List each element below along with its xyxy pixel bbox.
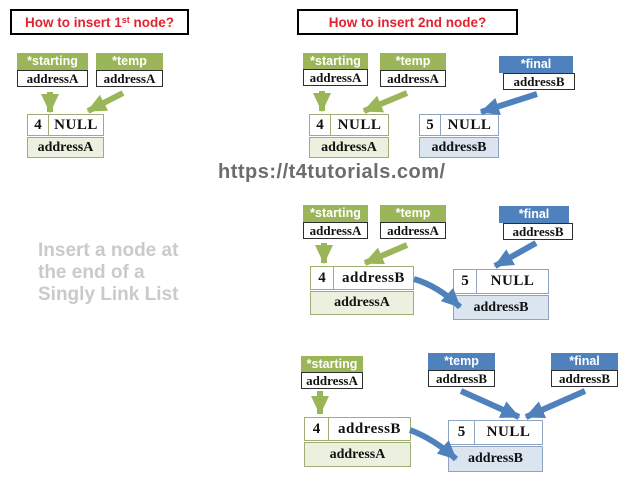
pointer-starting-label: *starting [303,205,368,222]
pointer-temp-value: addressA [380,70,446,87]
node-data-cell: 5 [454,270,477,293]
arrow-temp-to-node-b [459,388,521,420]
node-address-cell: addressA [27,137,104,158]
node-address-cell: addressB [453,295,549,320]
header-insert-second-node: How to insert 2nd node? [297,9,518,35]
pointer-final-value: addressB [551,370,618,387]
caption-line: Insert a node at [38,240,179,261]
pointer-starting-label: *starting [17,53,88,70]
pointer-temp-label: *temp [380,205,446,222]
arrow-final-to-node-b [479,91,538,116]
node-next-cell: NULL [490,273,535,289]
arrow-final-to-node-b [493,240,538,269]
caption-line: Singly Link List [38,284,179,305]
node-next-cell: addressB [338,420,401,437]
watermark-url: https://t4tutorials.com/ [218,161,446,183]
pointer-temp-label: *temp [380,53,446,70]
node-next-cell: NULL [447,116,492,133]
node-b: 5 NULL addressB [453,269,549,320]
header-text: How to insert 1 [24,14,122,30]
pointer-temp-value: addressA [96,70,163,87]
node-a: 4 NULL addressA [27,114,104,158]
pointer-temp-label: *temp [428,353,495,370]
pointer-temp-value: addressB [428,370,495,387]
node-next-cell: NULL [54,116,98,133]
node-data-cell: 4 [28,115,49,135]
pointer-final-label: *final [499,206,569,223]
arrow-temp-to-node-a [362,90,409,114]
node-next-cell: NULL [337,116,382,133]
header-superscript: st [121,14,130,25]
pointer-final-label: *final [551,353,618,370]
header-text: node? [129,14,175,30]
node-address-cell: addressB [448,446,543,472]
node-data-cell: 5 [449,421,475,444]
pointer-starting-value: addressA [303,69,368,86]
node-address-cell: addressA [304,442,411,467]
arrow-temp-to-node-a [86,90,125,114]
node-address-cell: addressB [419,137,499,158]
node-a: 4 NULL addressA [309,114,389,158]
pointer-starting-value: addressA [301,372,363,389]
header-text: How to insert 2nd node? [328,14,487,30]
pointer-temp-value: addressA [380,222,446,239]
node-data-cell: 4 [305,418,329,440]
watermark-caption: Insert a node at the end of a Singly Lin… [38,240,178,306]
pointer-final-value: addressB [503,223,573,240]
caption-line: the end of a [38,262,145,283]
pointer-starting-value: addressA [303,222,368,239]
node-data-cell: 5 [420,115,441,135]
arrow-temp-to-node-a [363,242,409,266]
node-a: 4 addressB addressA [304,417,411,467]
node-data-cell: 4 [310,115,331,135]
node-address-cell: addressA [310,291,414,315]
pointer-starting-label: *starting [303,53,368,70]
node-next-cell: NULL [486,424,531,440]
node-address-cell: addressA [309,137,389,158]
node-next-cell: addressB [342,269,405,286]
pointer-final-value: addressB [503,73,575,90]
pointer-starting-value: addressA [17,70,88,87]
node-b: 5 NULL addressB [419,114,499,158]
node-b: 5 NULL addressB [448,420,543,472]
node-data-cell: 4 [311,267,334,289]
arrow-final-to-node-b [524,388,587,420]
pointer-starting-label: *starting [301,356,363,373]
pointer-temp-label: *temp [96,53,163,70]
node-a: 4 addressB addressA [310,266,414,315]
pointer-final-label: *final [499,56,573,73]
